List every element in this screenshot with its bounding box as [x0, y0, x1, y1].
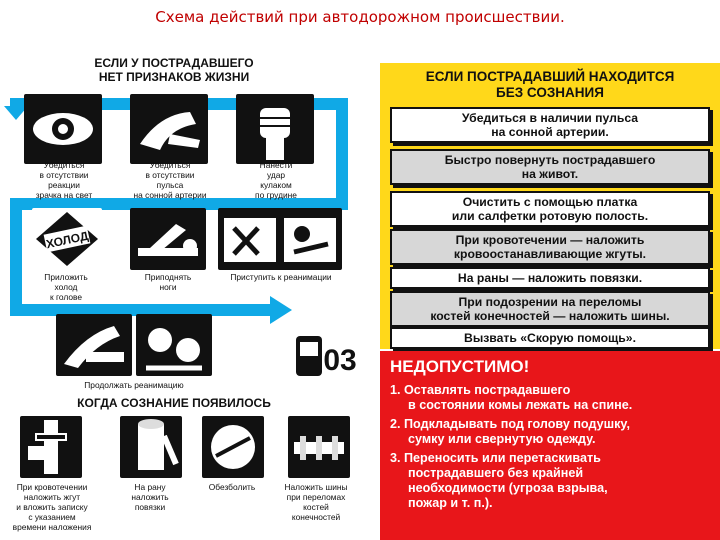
flow-arrowhead-down-icon	[4, 106, 28, 120]
eye-icon	[24, 94, 102, 164]
caption-continue: Продолжать реанимацию	[84, 380, 184, 390]
chest-compression-icon	[56, 314, 132, 376]
raised-legs-icon	[130, 208, 206, 270]
step-bandages: На раны — наложить повязки.	[390, 267, 710, 289]
cold-pack-icon: ХОЛОД	[32, 208, 102, 270]
flow-arrow-bottom	[10, 304, 272, 316]
tourniquet-icon	[20, 416, 82, 478]
caption-reanimation: Приступить к реанимации	[230, 272, 332, 282]
pill-icon	[202, 416, 264, 478]
heading-consciousness-returned: КОГДА СОЗНАНИЕ ПОЯВИЛОСЬ	[77, 396, 271, 410]
caption-painkiller: Обезболить	[208, 482, 256, 492]
flow-arrow-middle	[10, 198, 348, 210]
flow-arrow-left	[10, 198, 22, 314]
flow-arrowhead-icon	[270, 296, 292, 324]
reanimation-icon	[218, 208, 342, 270]
forbidden-heading: НЕДОПУСТИМО!	[390, 357, 530, 376]
hand-on-neck-icon	[130, 94, 208, 164]
svg-text:03: 03	[323, 344, 356, 377]
forbidden-item-2: 2. Подкладывать под голову подушку,сумку…	[390, 417, 630, 446]
flow-arrow-right	[336, 98, 348, 210]
mouth-to-mouth-icon	[136, 314, 212, 376]
ambulance-phone-icon: 03	[292, 318, 358, 384]
page-title: Схема действий при автодорожном происшес…	[155, 8, 565, 26]
step-call-ambulance: Вызвать «Скорую помощь».	[390, 327, 710, 349]
splint-icon	[288, 416, 350, 478]
bandage-roll-icon	[120, 416, 182, 478]
fist-icon	[236, 94, 314, 164]
